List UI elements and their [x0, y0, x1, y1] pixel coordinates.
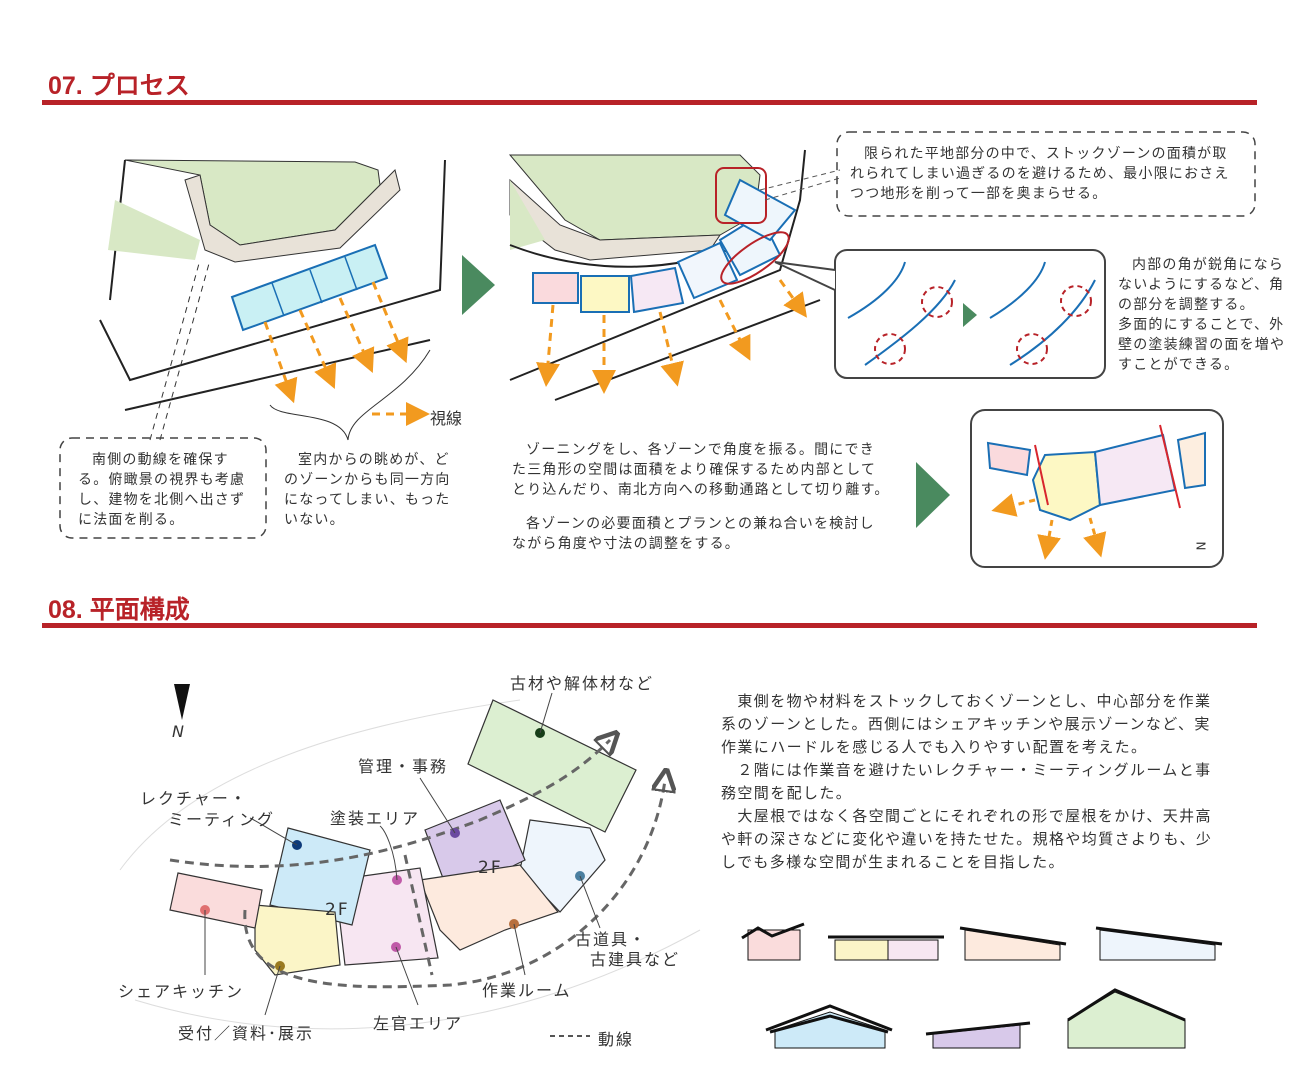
title-rule	[42, 623, 1257, 628]
label-management: 管理・事務	[358, 757, 449, 776]
site-sketch-2	[508, 131, 1256, 401]
section-title-process: 07. プロセス	[48, 72, 190, 100]
note-south-route: 南側の動線を確保する。俯瞰景の視界も考慮し、建物を北側へ出さずに法面を削る。	[78, 452, 246, 528]
label-lecture: ミーティング	[168, 810, 276, 829]
label-lecture: レクチャー・	[140, 789, 248, 808]
note-stock-zone: 限られた平地部分の中で、ストックゾーンの面積が取れられてしまい過ぎるのを避けるた…	[850, 146, 1230, 202]
label-old-tools: 古建具など	[590, 950, 681, 969]
next-arrow-icon	[462, 255, 495, 315]
label-2f: 2F	[325, 900, 350, 920]
note-view: 室内からの眺めが、どのゾーンからも同一方向になってしまい、もったいない。	[284, 452, 451, 528]
label-old-materials: 古材や解体材など	[510, 674, 655, 693]
plan-description: 東側を物や材料をストックしておくゾーンとし、中心部分を作業系のゾーンとした。西側…	[721, 692, 1213, 871]
label-reception: 受付／資料･展示	[178, 1024, 315, 1043]
floor-plan	[119, 684, 701, 1037]
label-painting: 塗装エリア	[330, 809, 421, 828]
roof-sections	[741, 922, 1223, 1049]
title-rule	[42, 100, 1257, 105]
north-label: N	[172, 722, 186, 741]
section-title-plan: 08. 平面構成	[48, 596, 190, 624]
zone-angle-detail	[970, 409, 1224, 568]
legend-route: 動線	[598, 1030, 635, 1049]
legend-sightline: 視線	[430, 409, 463, 428]
note-corner: 内部の角が鋭角にならないようにするなど、角の部分を調整する。多面的にすることで、…	[1118, 257, 1286, 373]
label-workroom: 作業ルーム	[482, 981, 572, 1000]
label-plaster: 左官エリア	[373, 1014, 464, 1033]
north-label: N	[1193, 541, 1208, 553]
label-old-tools: 古道具・	[575, 930, 648, 949]
label-kitchen: シェアキッチン	[118, 982, 245, 1001]
label-2f: 2F	[478, 858, 503, 878]
note-zoning: ゾーニングをし、各ゾーンで角度を振る。間にできた三角形の空間は面積をより確保する…	[512, 442, 890, 552]
next-arrow-icon	[916, 462, 950, 528]
site-sketch-1	[59, 159, 446, 539]
